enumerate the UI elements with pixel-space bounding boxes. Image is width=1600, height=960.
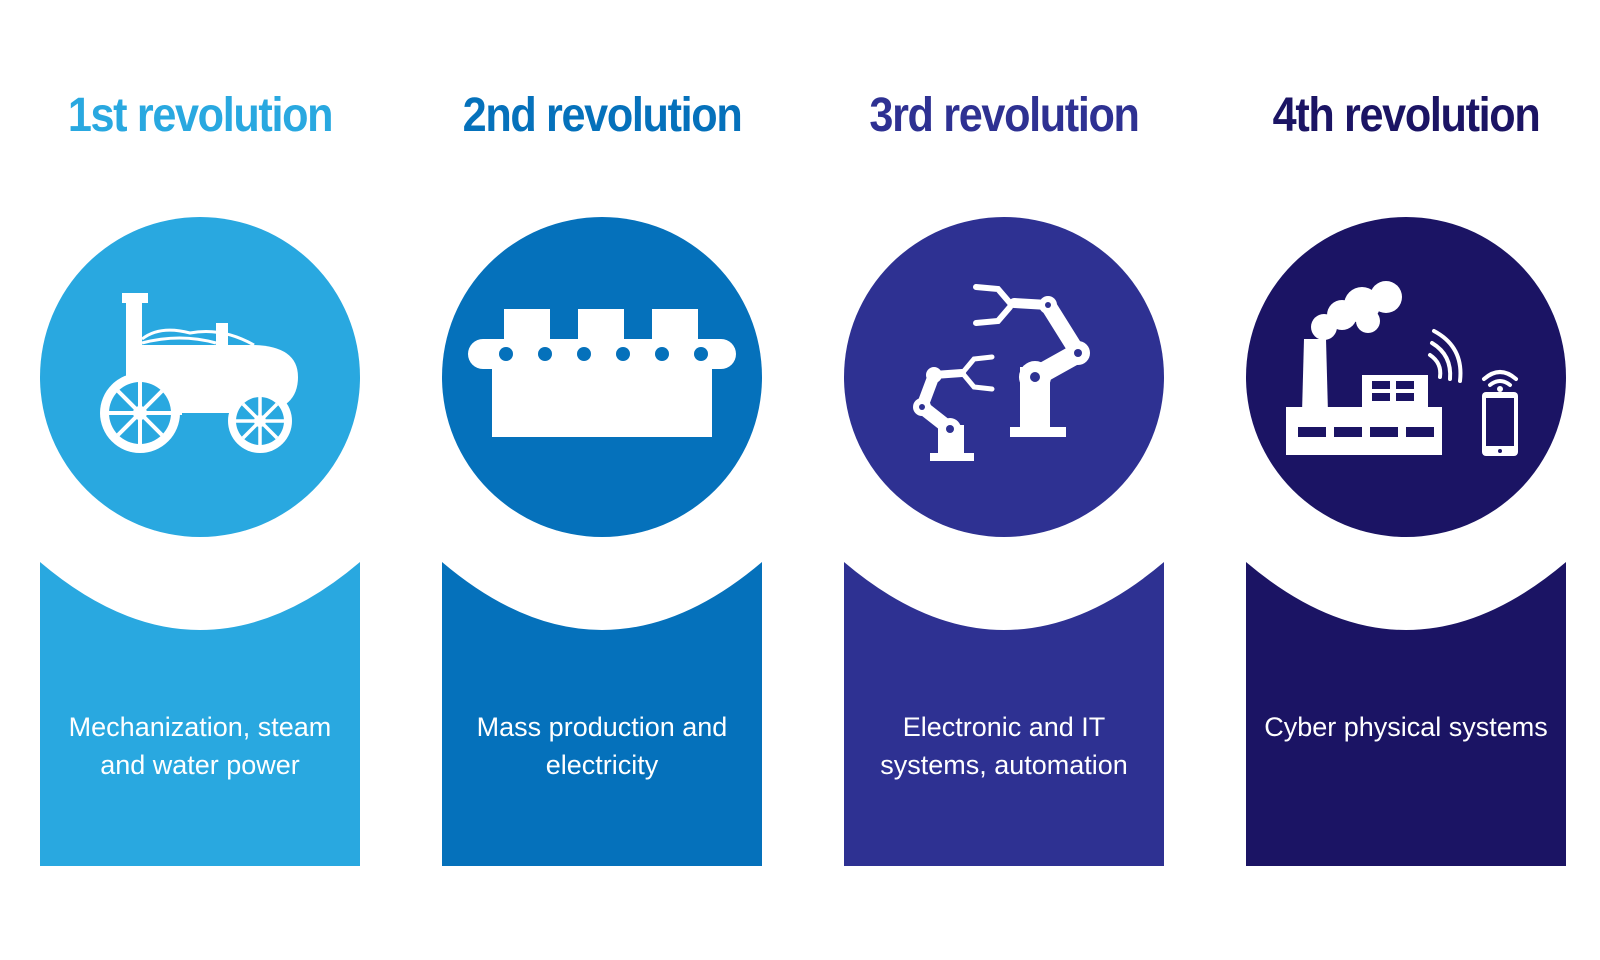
revolution-column-3: 3rd revolution xyxy=(844,0,1164,960)
revolution-title: 3rd revolution xyxy=(869,89,1139,142)
revolution-title: 1st revolution xyxy=(67,89,334,142)
revolution-description-panel: Mechanization, steam and water power xyxy=(40,562,360,866)
revolution-column-2: 2nd revolution Mass production an xyxy=(442,0,762,960)
revolution-column-1: 1st revolution xyxy=(40,0,360,960)
smart-factory-icon xyxy=(1286,281,1518,456)
revolution-description-panel: Mass production and electricity xyxy=(442,562,762,866)
revolution-description-panel: Electronic and IT systems, automation xyxy=(844,562,1164,866)
conveyor-belt-icon xyxy=(468,309,736,437)
revolution-icon-circle xyxy=(844,217,1164,537)
robot-arms-icon xyxy=(913,284,1090,461)
revolution-description: Mass production and electricity xyxy=(476,712,728,780)
panel-shape xyxy=(1246,562,1566,866)
revolution-description-panel: Cyber physical systems xyxy=(1246,562,1566,866)
panel-shape xyxy=(844,562,1164,866)
revolution-description: Electronic and IT systems, automation xyxy=(880,712,1128,780)
panel-shape xyxy=(442,562,762,866)
revolution-description: Cyber physical systems xyxy=(1264,712,1548,742)
steam-engine-icon xyxy=(100,293,298,453)
revolution-icon-circle xyxy=(442,217,762,537)
revolution-title: 2nd revolution xyxy=(462,89,743,142)
revolution-title: 4th revolution xyxy=(1272,89,1541,142)
panel-shape xyxy=(40,562,360,866)
revolution-icon-circle xyxy=(40,217,360,537)
revolution-description: Mechanization, steam and water power xyxy=(68,712,332,780)
revolution-icon-circle xyxy=(1246,217,1566,537)
revolution-column-4: 4th revolution xyxy=(1246,0,1566,960)
